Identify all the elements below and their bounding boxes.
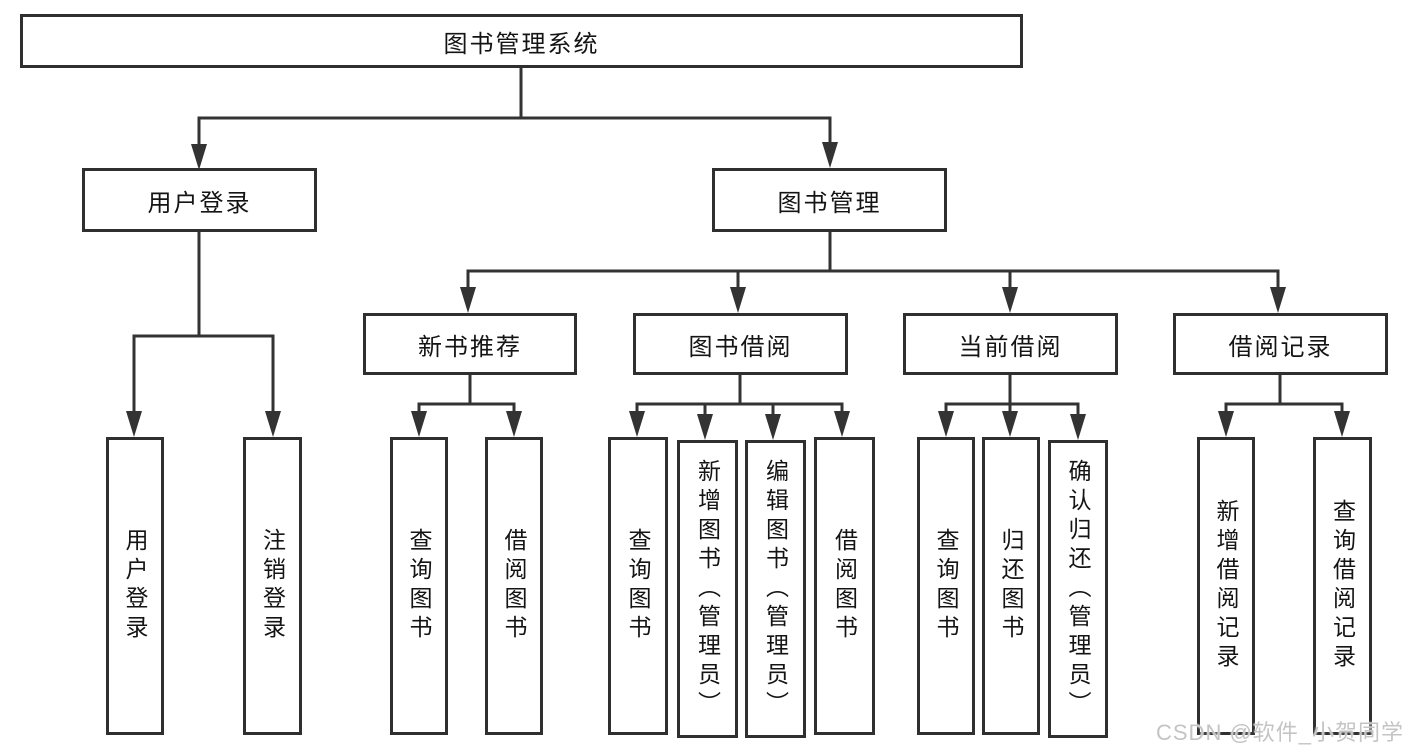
leaf-label: 借阅图书	[501, 528, 527, 644]
node-label: 用户登录	[147, 189, 252, 217]
leaf-current-query-books: 查询图书	[917, 437, 975, 735]
leaf-label: 查询图书	[625, 528, 651, 644]
node-user-login: 用户登录	[82, 168, 317, 232]
leaf-label: 注销登录	[259, 528, 286, 644]
leaf-records-add-borrow-record: 新增借阅记录	[1197, 437, 1255, 735]
leaf-borrow-add-books-admin: 新增图书（管理员）	[677, 440, 738, 738]
node-book-borrowing: 图书借阅	[633, 313, 848, 375]
leaf-logout-login: 注销登录	[243, 437, 302, 735]
leaf-user-login: 用户登录	[106, 437, 164, 735]
node-label: 借阅记录	[1228, 333, 1333, 361]
node-label: 新书推荐	[418, 333, 522, 361]
node-label: 图书管理	[777, 189, 882, 217]
node-label: 图书管理系统	[443, 30, 600, 58]
node-label: 图书借阅	[688, 333, 793, 361]
leaf-label: 用户登录	[122, 528, 148, 644]
csdn-watermark: CSDN @软件_小贺同学	[1156, 720, 1405, 745]
node-book-management: 图书管理	[712, 168, 947, 232]
leaf-borrow-borrow-books: 借阅图书	[814, 437, 875, 735]
leaf-current-return-books: 归还图书	[982, 437, 1040, 735]
node-label: 当前借阅	[958, 333, 1063, 361]
leaf-label: 归还图书	[998, 528, 1024, 644]
leaf-borrow-edit-books-admin: 编辑图书（管理员）	[745, 440, 806, 738]
leaf-records-query-borrow-record: 查询借阅记录	[1313, 437, 1372, 735]
leaf-label: 查询图书	[933, 528, 959, 644]
node-library-management-system: 图书管理系统	[20, 14, 1023, 68]
node-current-borrowing: 当前借阅	[903, 313, 1118, 375]
leaf-current-confirm-return-admin: 确认归还（管理员）	[1048, 440, 1108, 738]
leaf-label: 确认归还（管理员）	[1065, 458, 1091, 720]
leaf-newbook-query-books: 查询图书	[390, 437, 448, 735]
node-borrowing-records: 借阅记录	[1173, 313, 1388, 375]
leaf-label: 查询图书	[406, 528, 432, 644]
leaf-label: 查询借阅记录	[1329, 499, 1356, 673]
node-new-book-recommendation: 新书推荐	[363, 313, 577, 375]
leaf-label: 编辑图书（管理员）	[762, 458, 789, 720]
leaf-borrow-query-books: 查询图书	[608, 437, 668, 735]
leaf-label: 新增图书（管理员）	[694, 458, 721, 720]
leaf-label: 新增借阅记录	[1213, 499, 1239, 673]
leaf-label: 借阅图书	[831, 528, 858, 644]
leaf-newbook-borrow-books: 借阅图书	[485, 437, 543, 735]
